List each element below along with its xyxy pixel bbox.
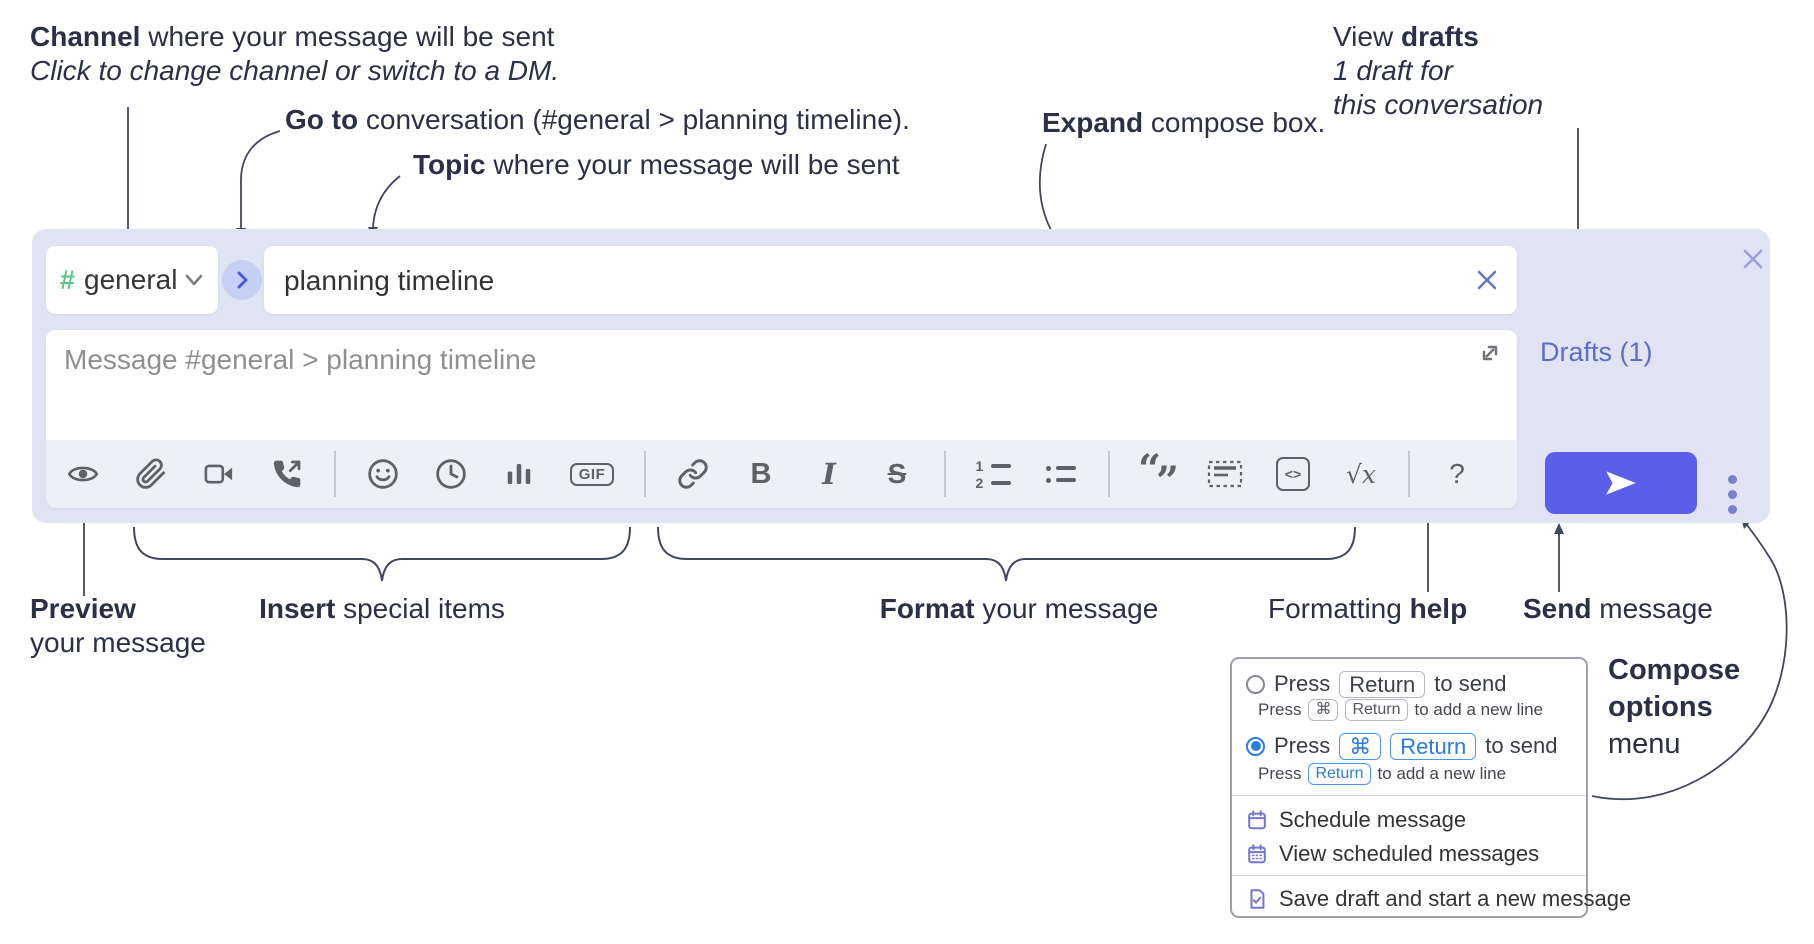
- send-button[interactable]: [1545, 452, 1697, 514]
- preview-eye-icon[interactable]: [62, 452, 104, 496]
- message-area: GIF B I S: [46, 330, 1517, 508]
- return-keycap: Return: [1339, 670, 1426, 698]
- preview-annotation: Preview your message: [30, 593, 206, 658]
- quote-icon[interactable]: “ ”: [1138, 446, 1180, 505]
- topic-field-container: [264, 246, 1517, 316]
- link-icon[interactable]: [672, 452, 714, 496]
- formatting-help-annotation: Formatting help: [1268, 593, 1468, 624]
- menu-divider: [1232, 875, 1586, 876]
- channel-annotation-bold: Channel: [30, 21, 141, 52]
- emoji-icon[interactable]: [362, 452, 404, 496]
- topic-input[interactable]: [282, 246, 1466, 316]
- video-call-icon[interactable]: [198, 452, 240, 496]
- schedule-time-icon[interactable]: [430, 452, 472, 496]
- radio-unselected-icon[interactable]: [1246, 674, 1265, 694]
- send-arrowhead: [1554, 523, 1564, 534]
- bulleted-list-icon[interactable]: [1040, 452, 1082, 496]
- cmd-keycap: ⌘: [1308, 699, 1339, 721]
- return-keycap: Return: [1308, 763, 1371, 785]
- menu-item-schedule-message[interactable]: Schedule message: [1246, 805, 1466, 835]
- chevron-down-icon: [185, 274, 203, 286]
- format-annotation: Format your message: [879, 593, 1159, 624]
- goto-annotation: Go to conversation (#general > planning …: [285, 104, 910, 135]
- menu-item-save-draft[interactable]: Save draft and start a new message: [1246, 884, 1631, 914]
- channel-annotation-rest: where your message will be sent: [140, 21, 555, 52]
- compose-options-menu-button[interactable]: [1720, 469, 1744, 519]
- view-drafts-annotation: View drafts 1 draft for this conversatio…: [1333, 21, 1544, 120]
- go-to-conversation-button[interactable]: [222, 260, 262, 300]
- expand-compose-icon[interactable]: [1477, 340, 1503, 366]
- math-icon[interactable]: √x: [1345, 459, 1377, 489]
- toolbar-divider: [944, 451, 946, 497]
- calendar-icon: [1248, 810, 1266, 830]
- send-shortcut-option-2[interactable]: Press ⌘ Return to send: [1246, 731, 1557, 761]
- toolbar-divider: [334, 451, 336, 497]
- insert-annotation: Insert special items: [259, 593, 505, 624]
- expand-annotation: Expand compose box.: [1042, 107, 1326, 138]
- send-icon: [1606, 471, 1636, 495]
- send-shortcut-option-1-note: Press ⌘ Return to add a new line: [1258, 699, 1544, 721]
- channel-annotation-line2: Click to change channel or switch to a D…: [30, 55, 560, 86]
- strikethrough-icon[interactable]: S: [887, 458, 907, 489]
- close-compose-icon[interactable]: [1740, 246, 1766, 272]
- channel-selector[interactable]: # general: [46, 246, 218, 314]
- audio-call-icon[interactable]: [266, 452, 308, 496]
- toolbar-divider: [1108, 451, 1110, 497]
- numbered-list-icon[interactable]: 1 2: [972, 452, 1014, 496]
- compose-options-annotation: Compose options menu: [1608, 654, 1741, 760]
- gif-icon[interactable]: GIF: [566, 452, 618, 496]
- compose-box: # general: [32, 229, 1770, 523]
- spoiler-icon[interactable]: [1204, 452, 1246, 496]
- channel-name: general: [84, 264, 178, 295]
- return-keycap: Return: [1345, 699, 1408, 721]
- cmd-keycap: ⌘: [1339, 732, 1382, 760]
- format-brace: [657, 526, 1356, 582]
- clear-topic-icon[interactable]: [1475, 268, 1499, 292]
- channel-annotation: Channel where your message will be sent …: [30, 20, 559, 88]
- topic-arrow-line: [372, 175, 401, 229]
- help-icon[interactable]: ?: [1449, 458, 1465, 489]
- message-textarea[interactable]: [46, 330, 1517, 440]
- topic-annotation: Topic where your message will be sent: [413, 149, 900, 180]
- drafts-link[interactable]: Drafts (1): [1540, 337, 1653, 367]
- bold-icon[interactable]: B: [750, 457, 772, 490]
- send-shortcut-option-2-note: Press Return to add a new line: [1258, 763, 1507, 785]
- menu-divider: [1232, 795, 1586, 796]
- toolbar-divider: [1408, 451, 1410, 497]
- radio-selected-icon[interactable]: [1246, 736, 1265, 756]
- italic-icon[interactable]: I: [822, 457, 836, 491]
- code-icon[interactable]: <>: [1272, 452, 1314, 496]
- send-annotation: Send message: [1523, 593, 1713, 624]
- return-keycap: Return: [1390, 732, 1477, 760]
- insert-brace: [133, 526, 631, 582]
- calendar-grid-icon: [1248, 844, 1266, 864]
- compose-options-menu: Press Return to send Press ⌘ Return to a…: [1230, 657, 1631, 918]
- draft-document-icon: [1250, 889, 1265, 909]
- send-shortcut-option-1[interactable]: Press Return to send: [1246, 669, 1506, 699]
- menu-item-view-scheduled[interactable]: View scheduled messages: [1246, 839, 1539, 869]
- attach-file-icon[interactable]: [130, 452, 172, 496]
- chevron-right-icon: [237, 271, 248, 289]
- goto-arrow-line: [240, 130, 281, 229]
- poll-icon[interactable]: [498, 452, 540, 496]
- compose-toolbar: GIF B I S: [46, 440, 1517, 508]
- toolbar-divider: [644, 451, 646, 497]
- channel-hash-icon: #: [60, 264, 76, 295]
